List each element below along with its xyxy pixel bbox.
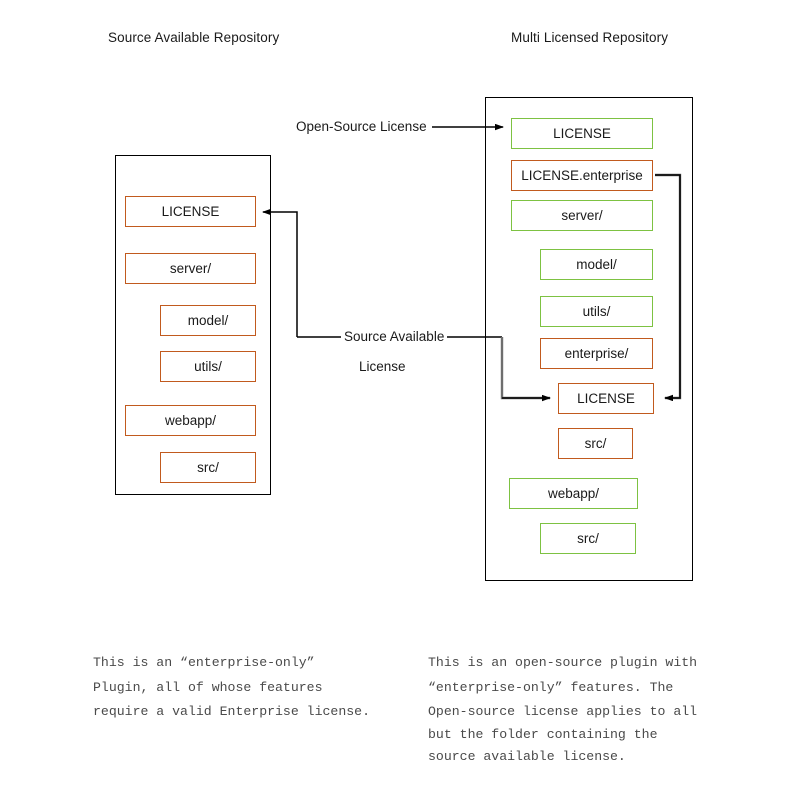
- node-label: LICENSE: [553, 126, 611, 141]
- right-node-enterprise[interactable]: enterprise/: [540, 338, 653, 369]
- right-node-license-enterprise[interactable]: LICENSE.enterprise: [511, 160, 653, 191]
- node-label: utils/: [194, 359, 222, 374]
- left-node-utils[interactable]: utils/: [160, 351, 256, 382]
- node-label: model/: [576, 257, 617, 272]
- left-repo-title: Source Available Repository: [108, 30, 280, 45]
- caption-left: This is an “enterprise-only” Plugin, all…: [93, 655, 370, 719]
- caption-right-secondary: but the folder containing the source ava…: [428, 727, 658, 764]
- node-label: server/: [561, 208, 603, 223]
- node-label: LICENSE.enterprise: [521, 168, 643, 183]
- node-label: utils/: [582, 304, 611, 319]
- right-node-license-open[interactable]: LICENSE: [511, 118, 653, 149]
- right-node-enterprise-src[interactable]: src/: [558, 428, 633, 459]
- left-node-license[interactable]: LICENSE: [125, 196, 256, 227]
- node-label: enterprise/: [564, 346, 629, 361]
- right-repo-container: [485, 97, 693, 581]
- left-node-src[interactable]: src/: [160, 452, 256, 483]
- node-label: webapp/: [547, 486, 600, 501]
- caption-right-primary: This is an open-source plugin with “ente…: [428, 655, 698, 719]
- node-label: server/: [169, 261, 212, 276]
- node-label: webapp/: [164, 413, 217, 428]
- label-source-available-line2: License: [356, 359, 409, 374]
- label-source-available-line1: Source Available: [341, 329, 448, 344]
- left-node-model[interactable]: model/: [160, 305, 256, 336]
- node-label: model/: [187, 313, 229, 328]
- left-node-webapp[interactable]: webapp/: [125, 405, 256, 436]
- right-node-model[interactable]: model/: [540, 249, 653, 280]
- node-label: src/: [577, 531, 599, 546]
- right-node-server[interactable]: server/: [511, 200, 653, 231]
- right-node-license-source-available[interactable]: LICENSE: [558, 383, 654, 414]
- right-repo-title: Multi Licensed Repository: [511, 30, 669, 45]
- node-label: LICENSE: [577, 391, 635, 406]
- node-label: src/: [584, 436, 607, 451]
- wire-source-available-left: [262, 208, 341, 338]
- left-node-server[interactable]: server/: [125, 253, 256, 284]
- right-node-utils[interactable]: utils/: [540, 296, 653, 327]
- label-open-source-license: Open-Source License: [293, 119, 430, 134]
- right-node-webapp[interactable]: webapp/: [509, 478, 638, 509]
- node-label: src/: [197, 460, 219, 475]
- right-node-webapp-src[interactable]: src/: [540, 523, 636, 554]
- node-label: LICENSE: [161, 204, 220, 219]
